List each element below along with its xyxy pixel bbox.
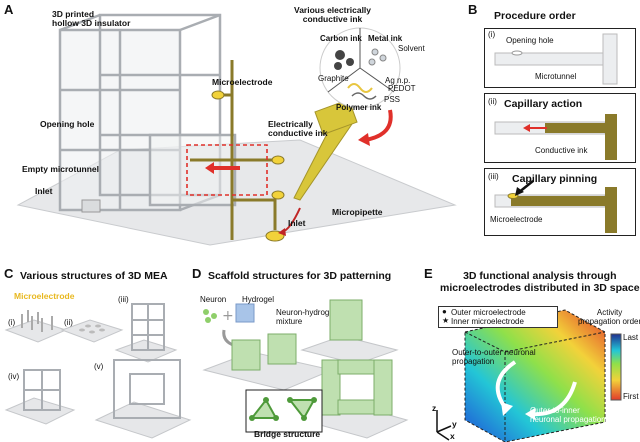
scale-last: Last [623, 333, 639, 342]
label-pedot: PEDOT [388, 84, 416, 93]
label-inks-title: Various electrically conductive ink [294, 5, 372, 25]
label-graphite: Graphite [318, 74, 349, 83]
panel-letter-a: A [4, 2, 14, 17]
label-inlet-left: Inlet [35, 186, 53, 196]
panel-e-title: 3D functional analysis through microelec… [440, 270, 640, 295]
step-i-roman: (i) [488, 30, 496, 39]
step-i-box [484, 28, 636, 88]
panel-d-illustration: + [202, 299, 409, 439]
axis-x: x [450, 431, 455, 441]
panel-a-illustration [16, 13, 457, 246]
panel-c-illustration [4, 303, 192, 439]
label-carbon-ink: Carbon ink [320, 34, 362, 43]
c-item-ii: (ii) [64, 318, 73, 327]
label-solvent: Solvent [398, 44, 425, 53]
step-i-microtunnel: Microtunnel [535, 72, 577, 81]
step-iii-label: Microelectrode [490, 215, 543, 224]
svg-text:+: + [222, 308, 234, 324]
label-opening-hole: Opening hole [40, 119, 95, 129]
legend-outer-icon: ● [442, 307, 447, 316]
panel-c-title: Various structures of 3D MEA [20, 270, 168, 282]
label-mixture: Neuron-hydrogel mixture [276, 308, 336, 326]
panel-letter-c: C [4, 266, 14, 281]
step-i-illustration [494, 33, 618, 85]
panel-d-title: Scaffold structures for 3D patterning [208, 270, 392, 282]
step-ii-title: Capillary action [504, 98, 583, 110]
label-microelectrode: Microelectrode [212, 77, 273, 87]
step-iii-title: Capillary pinning [512, 173, 598, 185]
panel-e-illustration [436, 309, 622, 442]
label-outer-to-outer: Outer-to-outer neuronal propagation [452, 348, 536, 366]
label-micropipette: Micropipette [332, 207, 383, 217]
step-iii-box [484, 168, 636, 236]
label-inlet-right: Inlet [288, 218, 306, 228]
panel-letter-d: D [192, 266, 202, 281]
panel-letter-b: B [468, 2, 478, 17]
label-metal-ink: Metal ink [368, 34, 403, 43]
label-neuron: Neuron [200, 295, 227, 304]
c-item-i: (i) [8, 318, 16, 327]
label-empty-microtunnel: Empty microtunnel [22, 164, 99, 174]
legend-inner-icon: ★ [442, 316, 450, 325]
label-insulator: 3D printed hollow 3D insulator [52, 9, 131, 29]
panel-letter-e: E [424, 266, 433, 281]
label-c-microelectrode: Microelectrode [14, 291, 75, 301]
step-iii-roman: (iii) [488, 172, 499, 181]
axis-y: y [452, 419, 457, 429]
label-bridge: Bridge structure [254, 429, 321, 439]
label-conductive-ink: Electrically conductive ink [268, 119, 328, 139]
scale-first: First [623, 392, 639, 401]
c-item-iv: (iv) [8, 372, 20, 381]
step-ii-box [484, 93, 636, 163]
c-item-v: (v) [94, 362, 104, 371]
legend-inner: Inner microelectrode [451, 317, 524, 326]
step-ii-roman: (ii) [488, 97, 497, 106]
legend-box [438, 306, 558, 328]
label-ag-np: Ag n.p. [385, 76, 411, 85]
panel-b-title: Procedure order [494, 10, 576, 22]
label-pss: PSS [384, 95, 401, 104]
legend-outer: Outer microelectrode [451, 308, 526, 317]
step-ii-illustration [494, 114, 617, 160]
axis-z: z [432, 403, 437, 413]
c-item-iii: (iii) [118, 295, 129, 304]
step-iii-illustration [494, 180, 617, 233]
activity-title: Activity propagation order [578, 308, 640, 326]
label-polymer-ink: Polymer ink [336, 103, 382, 112]
label-outer-to-inner: Outer-to-inner neuronal propagation [530, 406, 606, 424]
label-hydrogel: Hydrogel [242, 295, 275, 304]
step-i-opening-hole: Opening hole [506, 36, 554, 45]
step-ii-label: Conductive ink [535, 146, 588, 155]
